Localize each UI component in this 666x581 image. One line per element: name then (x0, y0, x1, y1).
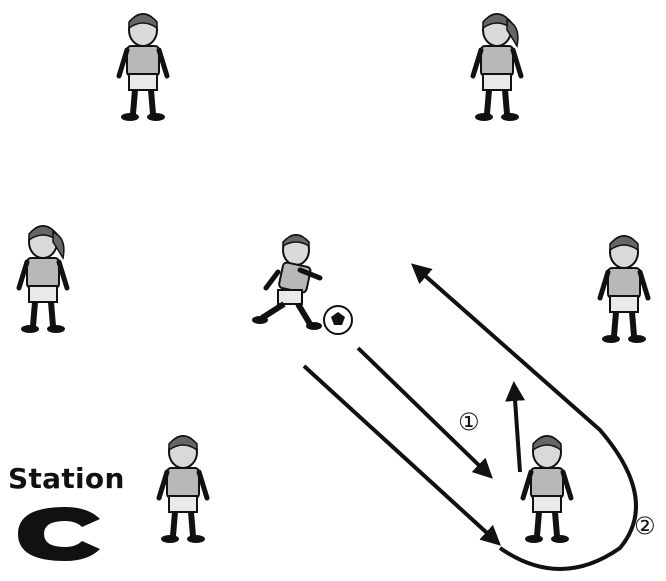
run-loop-arrow (410, 263, 638, 571)
station-c-icon (18, 507, 100, 561)
long-pass-arrow (302, 364, 501, 546)
player-mid-left-icon (19, 226, 67, 333)
station-letter (10, 505, 110, 563)
dribbling-player-icon (252, 235, 322, 330)
player-bottom-right-icon (523, 436, 571, 543)
player-bottom-left-icon (159, 436, 207, 543)
player-top-right-icon (473, 14, 521, 121)
step-1-marker: ① (458, 408, 480, 436)
player-top-left-icon (119, 14, 167, 121)
player-mid-right-icon (600, 236, 648, 343)
step-2-marker: ② (634, 512, 656, 540)
station-label: Station (8, 462, 125, 495)
pass-arrow (356, 346, 493, 479)
short-run-arrow (505, 381, 526, 473)
soccer-ball-icon (323, 305, 353, 335)
